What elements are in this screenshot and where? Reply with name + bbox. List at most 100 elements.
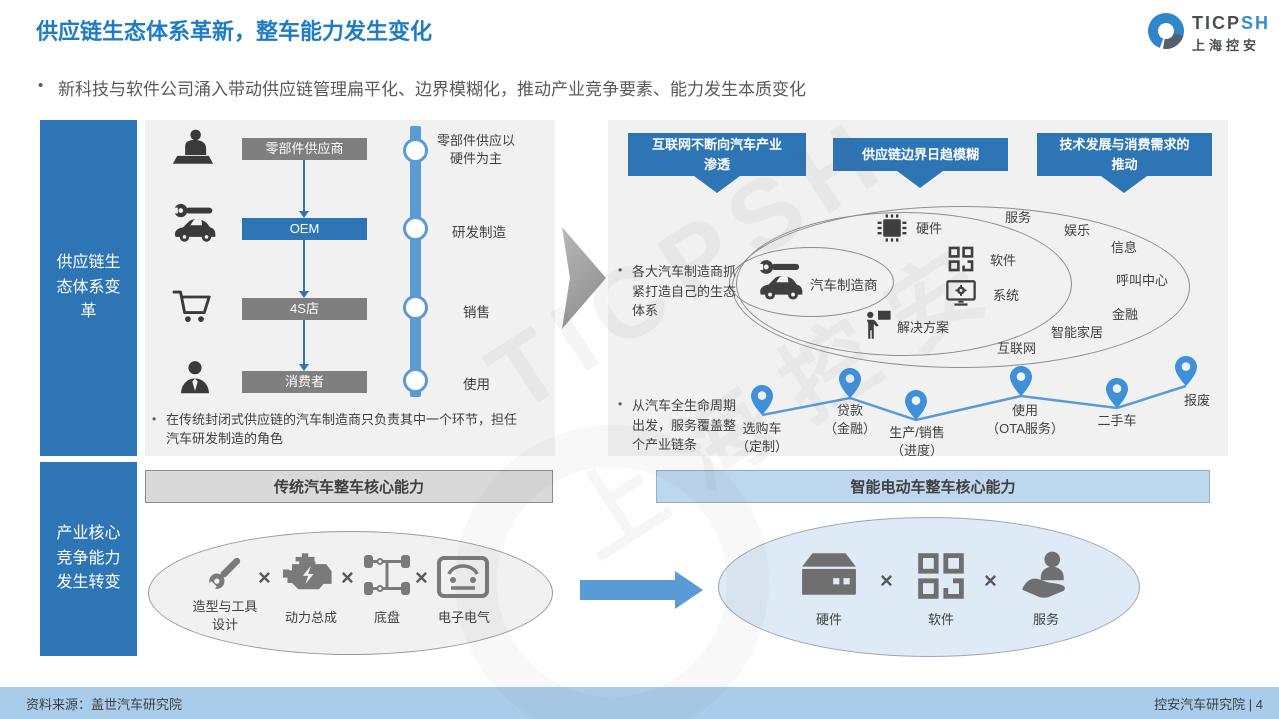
chassis-label: 底盘 bbox=[373, 610, 400, 625]
logo-text-gray: TICP bbox=[1192, 13, 1242, 33]
wrench-icon bbox=[204, 548, 250, 599]
entertainment-ring-label: 娱乐 bbox=[1064, 223, 1091, 238]
powertrain-label: 动力总成 bbox=[284, 610, 337, 625]
phase-label: 贷款 bbox=[836, 403, 863, 418]
logo-text-blue: SH bbox=[1241, 13, 1271, 33]
smart-ev-competency-ellipse bbox=[718, 517, 1140, 657]
phase-sub: （进度） bbox=[890, 442, 943, 458]
software-label: 软件 bbox=[990, 253, 1017, 268]
multiply-separator: × bbox=[880, 568, 893, 593]
driver-internet-label: 互联网不断向汽车产业渗透 bbox=[651, 137, 782, 172]
consumer-person-icon bbox=[178, 360, 212, 399]
information-ring-label: 信息 bbox=[1111, 240, 1138, 255]
phase-sub: （金融） bbox=[823, 420, 876, 436]
phase-sub: （OTA服务） bbox=[986, 420, 1064, 436]
driver-technology-label: 技术发展与消费需求的推动 bbox=[1059, 137, 1190, 172]
stage-label-use: 使用 bbox=[463, 377, 490, 392]
flow-arrow-line bbox=[303, 320, 305, 364]
stage-label-rd: 研发制造 bbox=[452, 225, 506, 240]
map-pin-icon bbox=[1010, 366, 1032, 401]
driver-internet: 互联网不断向汽车产业渗透 bbox=[628, 133, 806, 176]
service-hand-icon bbox=[1020, 549, 1072, 604]
phase-label: 使用 bbox=[1011, 403, 1038, 418]
step-consumer: 消费者 bbox=[242, 371, 367, 393]
bullet-dot: • bbox=[38, 77, 44, 94]
phase-label: 报废 bbox=[1183, 393, 1210, 408]
ecosystem-bullet-dot: • bbox=[618, 263, 623, 277]
phase-sub: （定制） bbox=[735, 438, 788, 454]
car-repair-icon bbox=[757, 258, 803, 307]
phase-production: 生产/销售 （进度） bbox=[872, 424, 962, 459]
flow-arrow-head bbox=[299, 364, 309, 371]
logo-subtitle: 上海控安 bbox=[1192, 38, 1261, 53]
transform-arrow bbox=[580, 580, 675, 600]
flow-arrow-head bbox=[299, 211, 309, 218]
stage-timeline-bar bbox=[410, 126, 421, 397]
step-oem: OEM bbox=[242, 218, 367, 240]
phase-scrap: 报废 bbox=[1162, 392, 1232, 410]
lifecycle-bullet-dot: • bbox=[618, 397, 623, 411]
system-label: 系统 bbox=[993, 288, 1020, 303]
footer-source: 资料来源：盖世汽车研究院 bbox=[26, 696, 183, 712]
lifecycle-zigzag-line bbox=[761, 384, 1187, 422]
flow-arrow-head bbox=[299, 291, 309, 298]
multiply-separator: × bbox=[415, 565, 428, 590]
map-pin-icon bbox=[751, 385, 773, 420]
call-center-ring-label: 呼叫中心 bbox=[1116, 273, 1169, 288]
sidebar-competency-label: 产业核心竞争能力发生转变 bbox=[56, 524, 121, 592]
supplier-person-icon bbox=[172, 128, 214, 173]
design-tools-label: 造型与工具设计 bbox=[192, 599, 258, 632]
traditional-chain-panel bbox=[145, 120, 555, 456]
closed-chain-note: 在传统封闭式供应链的汽车制造商只负责其中一个环节，担任汽车研发制造的角色 bbox=[166, 412, 518, 446]
step-4s-store: 4S店 bbox=[242, 298, 367, 320]
phase-purchase: 选购车 （定制） bbox=[722, 420, 802, 455]
sidebar-supply-chain: 供应链生态体系变革 bbox=[40, 120, 137, 456]
slide-footer: 资料来源：盖世汽车研究院 控安汽车研究院 | 4 bbox=[0, 687, 1279, 719]
stage-dot bbox=[403, 138, 428, 163]
car-electronics-icon bbox=[437, 556, 489, 603]
app-grid-icon bbox=[916, 552, 966, 605]
hw-label: 硬件 bbox=[815, 612, 842, 627]
phase-label: 选购车 bbox=[742, 421, 782, 436]
transition-arrow bbox=[562, 227, 606, 329]
footer-credit: 控安汽车研究院 | 4 bbox=[1154, 696, 1263, 712]
driver-boundary-label: 供应链边界日趋模糊 bbox=[861, 146, 979, 162]
driver-boundary: 供应链边界日趋模糊 bbox=[833, 138, 1008, 171]
chassis-icon bbox=[362, 555, 412, 600]
car-repair-icon bbox=[172, 202, 216, 249]
ee-label: 电子电气 bbox=[437, 610, 490, 625]
internet-label: 互联网 bbox=[997, 341, 1037, 356]
slide-bullet: 新科技与软件公司涌入带动供应链管理扁平化、边界模糊化，推动产业竞争要素、能力发生… bbox=[58, 80, 806, 99]
company-logo: TICPSH 上海控安 bbox=[1146, 9, 1268, 56]
phase-used-car: 二手车 bbox=[1077, 412, 1157, 430]
stage-dot bbox=[403, 295, 428, 320]
smart-home-ring-label: 智能家居 bbox=[1051, 325, 1104, 340]
ecosystem-inner-ellipse bbox=[729, 247, 894, 317]
note-bullet-dot: • bbox=[152, 412, 157, 426]
finance-ring-label: 金融 bbox=[1112, 307, 1139, 322]
system-monitor-icon bbox=[946, 280, 976, 311]
service-ring-label: 服务 bbox=[1005, 210, 1032, 225]
transform-arrow-head bbox=[675, 571, 703, 609]
app-grid-icon bbox=[948, 246, 974, 277]
phase-label: 生产/销售 bbox=[889, 425, 945, 440]
driver-technology: 技术发展与消费需求的推动 bbox=[1037, 133, 1212, 176]
svc-label: 服务 bbox=[1032, 612, 1059, 627]
engine-icon bbox=[283, 551, 337, 602]
automaker-label: 汽车制造商 bbox=[810, 278, 878, 293]
chip-icon bbox=[876, 212, 908, 249]
swirl-logo-icon bbox=[1146, 11, 1186, 56]
stage-label-sales: 销售 bbox=[463, 305, 490, 320]
stage-dot bbox=[403, 368, 428, 393]
page-title: 供应链生态体系革新，整车能力发生变化 bbox=[36, 19, 433, 44]
stage-dot bbox=[403, 216, 428, 241]
multiply-separator: × bbox=[258, 565, 271, 590]
step-parts-supplier: 零部件供应商 bbox=[242, 138, 367, 160]
phase-label: 二手车 bbox=[1097, 413, 1137, 428]
multiply-separator: × bbox=[341, 565, 354, 590]
sidebar-competency: 产业核心竞争能力发生转变 bbox=[40, 462, 137, 656]
traditional-competency-header: 传统汽车整车核心能力 bbox=[145, 470, 553, 503]
flow-arrow-line bbox=[303, 240, 305, 291]
stage-label-supply: 零部件供应以硬件为主 bbox=[436, 133, 515, 166]
